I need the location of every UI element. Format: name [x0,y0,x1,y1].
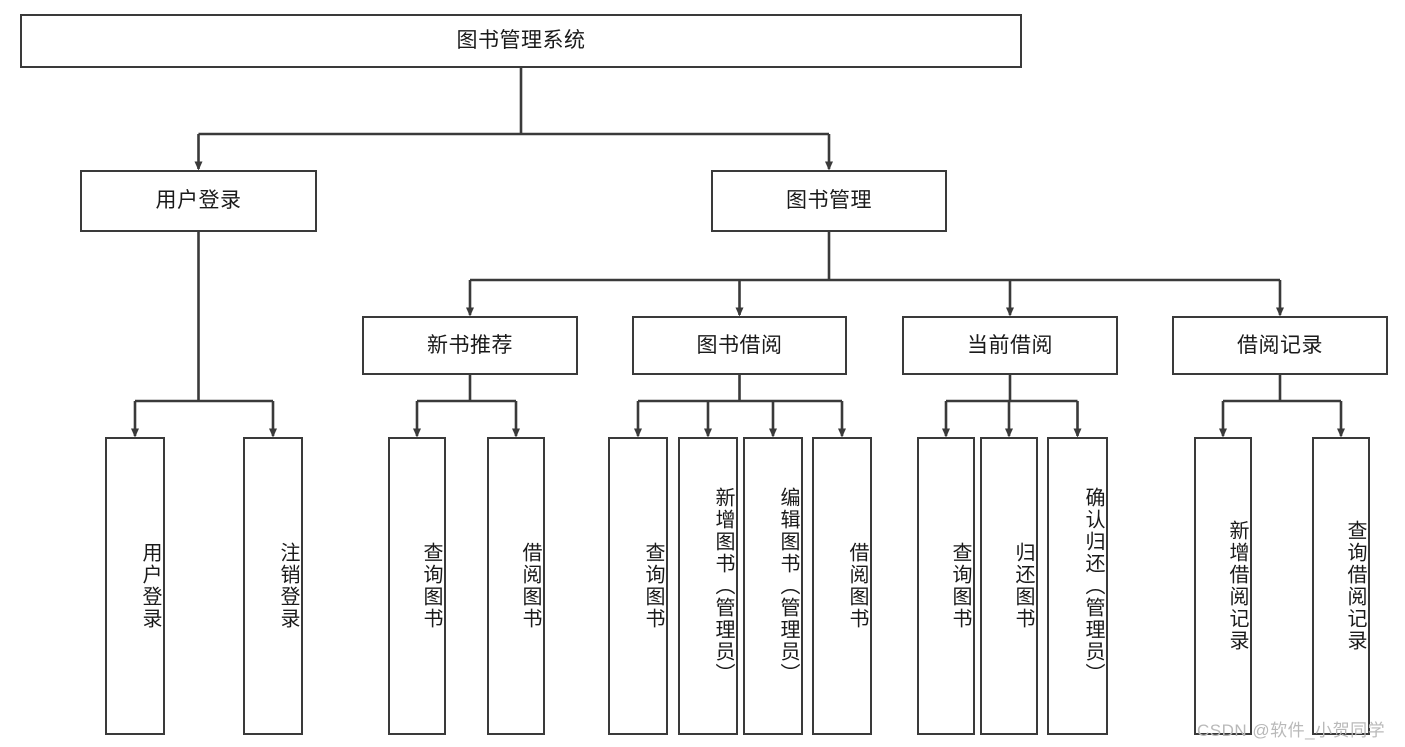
node-label: 查询图书 [642,542,664,630]
node-book-borrow[interactable]: 图书借阅 [632,316,847,375]
node-leaf-user-logout[interactable]: 注销登录 [243,437,303,735]
node-label: 新增图书（管理员） [712,487,734,685]
node-label: 图书管理系统 [456,29,586,53]
node-label: 当前借阅 [967,333,1053,357]
watermark-csdn: CSDN @软件_小贺同学 [1197,721,1386,740]
node-label: 查询图书 [949,542,971,630]
node-leaf-record-query[interactable]: 查询借阅记录 [1312,437,1370,735]
node-label: 图书管理 [786,189,872,213]
node-leaf-borrow-add-book[interactable]: 新增图书（管理员） [678,437,738,735]
node-new-book-rec[interactable]: 新书推荐 [362,316,578,375]
node-leaf-current-return-book[interactable]: 归还图书 [980,437,1038,735]
node-label: 归还图书 [1012,542,1034,630]
node-leaf-rec-borrow-book[interactable]: 借阅图书 [487,437,545,735]
node-user-login[interactable]: 用户登录 [80,170,317,232]
node-leaf-borrow-edit-book[interactable]: 编辑图书（管理员） [743,437,803,735]
node-label: 注销登录 [277,542,299,630]
node-leaf-current-query-book[interactable]: 查询图书 [917,437,975,735]
node-label: 新增借阅记录 [1226,520,1248,652]
node-borrow-record[interactable]: 借阅记录 [1172,316,1388,375]
node-leaf-rec-query-book[interactable]: 查询图书 [388,437,446,735]
node-root-root[interactable]: 图书管理系统 [20,14,1022,68]
node-label: 用户登录 [139,542,161,630]
node-leaf-current-confirm-return[interactable]: 确认归还（管理员） [1047,437,1108,735]
node-label: 图书借阅 [696,333,783,357]
node-label: 用户登录 [155,189,242,213]
node-label: 查询借阅记录 [1344,520,1366,652]
node-leaf-borrow-query-book[interactable]: 查询图书 [608,437,668,735]
node-label: 确认归还（管理员） [1082,487,1104,685]
node-label: 查询图书 [420,542,442,630]
node-label: 借阅图书 [846,542,868,630]
node-label: 借阅图书 [519,542,541,630]
node-label: 借阅记录 [1237,333,1323,357]
node-label: 编辑图书（管理员） [777,487,799,685]
node-leaf-user-login[interactable]: 用户登录 [105,437,165,735]
node-leaf-record-add[interactable]: 新增借阅记录 [1194,437,1252,735]
node-current-borrow[interactable]: 当前借阅 [902,316,1118,375]
node-leaf-borrow-borrow-book[interactable]: 借阅图书 [812,437,872,735]
node-label: 新书推荐 [427,333,513,357]
node-book-manage[interactable]: 图书管理 [711,170,947,232]
